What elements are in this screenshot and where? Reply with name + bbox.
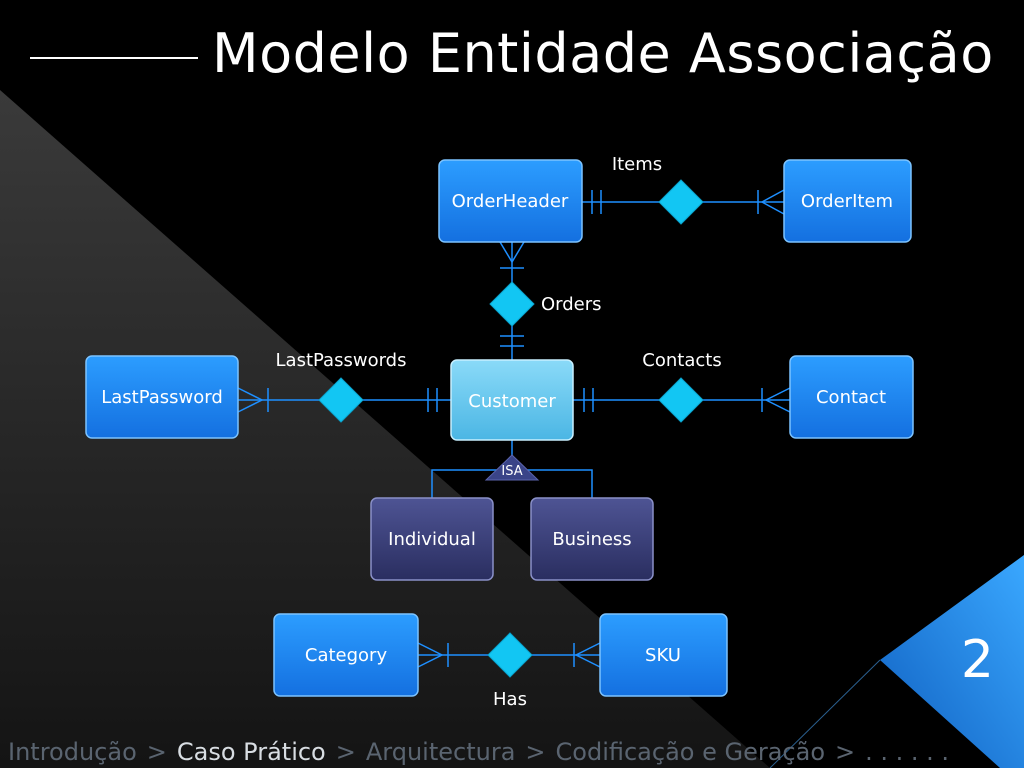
entity-business[interactable]: Business [530, 497, 654, 581]
slide-title: Modelo Entidade Associação [212, 22, 994, 85]
relationship-has-diamond[interactable] [487, 632, 533, 678]
breadcrumb-item-codificacao[interactable]: Codificação e Geração [555, 738, 826, 766]
svg-text:Contact: Contact [816, 387, 886, 408]
background-shape [0, 90, 770, 768]
breadcrumb-separator: > [335, 738, 356, 766]
svg-text:OrderHeader: OrderHeader [452, 191, 569, 212]
relationship-lastpasswords-label: LastPasswords [276, 350, 407, 371]
breadcrumb-item-caso-pratico[interactable]: Caso Prático [176, 738, 326, 766]
entity-individual[interactable]: Individual [370, 497, 494, 581]
accent-line [769, 659, 881, 768]
svg-text:LastPassword: LastPassword [101, 387, 223, 408]
page-number: 2 [960, 630, 994, 690]
relationship-orders-diamond[interactable] [489, 281, 535, 327]
entity-customer[interactable]: Customer [450, 359, 574, 441]
accent-triangle [880, 555, 1024, 768]
entity-category[interactable]: Category [273, 613, 419, 697]
entity-sku[interactable]: SKU [599, 613, 728, 697]
relationship-contacts-diamond[interactable] [658, 377, 704, 423]
breadcrumb-item-more[interactable]: . . . . . . [865, 738, 950, 766]
relationship-items-label: Items [612, 154, 662, 175]
title-rule [30, 57, 198, 59]
entity-lastpassword[interactable]: LastPassword [85, 355, 239, 439]
entity-orderheader[interactable]: OrderHeader [438, 159, 583, 243]
breadcrumb-separator: > [835, 738, 856, 766]
relationship-items-diamond[interactable] [658, 179, 704, 225]
relationship-contacts-label: Contacts [642, 350, 721, 371]
entity-contact[interactable]: Contact [789, 355, 914, 439]
breadcrumb-separator: > [146, 738, 167, 766]
breadcrumb-separator: > [525, 738, 546, 766]
entity-orderitem[interactable]: OrderItem [783, 159, 912, 243]
breadcrumb: Introdução > Caso Prático > Arquitectura > Cod… [8, 738, 949, 766]
relationship-orders-label: Orders [541, 294, 602, 315]
relationship-has-label: Has [493, 689, 527, 710]
breadcrumb-item-introducao[interactable]: Introdução [8, 738, 137, 766]
svg-text:Business: Business [552, 529, 631, 550]
svg-text:Category: Category [305, 645, 388, 666]
breadcrumb-item-arquitectura[interactable]: Arquitectura [365, 738, 516, 766]
svg-text:Customer: Customer [468, 391, 556, 412]
relationship-lastpasswords-diamond[interactable] [318, 377, 364, 423]
svg-text:OrderItem: OrderItem [801, 191, 893, 212]
isa-triangle: ISA [484, 454, 540, 481]
svg-text:SKU: SKU [645, 645, 681, 666]
svg-text:Individual: Individual [388, 529, 476, 550]
isa-label: ISA [501, 464, 522, 479]
